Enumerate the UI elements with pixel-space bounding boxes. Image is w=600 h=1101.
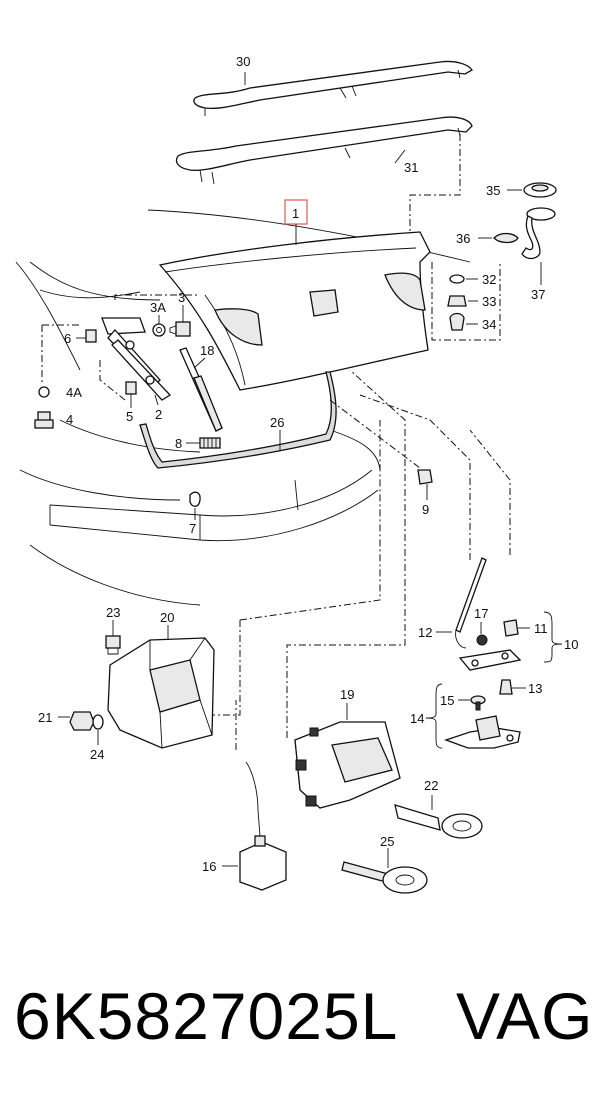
part-number: 6K5827025L: [14, 979, 399, 1053]
callout-36: 36: [456, 231, 470, 246]
callout-17: 17: [474, 606, 488, 621]
callout-1: 1: [292, 206, 299, 221]
grommet-36: [493, 232, 519, 244]
callout-10: 10: [564, 637, 578, 652]
washer-32: [449, 274, 465, 284]
callout-4: 4: [66, 412, 73, 427]
screw-13: [499, 679, 513, 695]
callout-22: 22: [424, 778, 438, 793]
spoiler-30: [193, 60, 473, 116]
callout-14: 14: [410, 711, 424, 726]
callout-31: 31: [404, 160, 418, 175]
washer-4a: [38, 386, 50, 398]
callout-33: 33: [482, 294, 496, 309]
callout-32: 32: [482, 272, 496, 287]
callout-20: 20: [160, 610, 174, 625]
callout-19: 19: [340, 687, 354, 702]
callout-6: 6: [64, 331, 71, 346]
spoiler-31: [175, 116, 473, 185]
bolt-3: [169, 321, 191, 337]
lock-barrel-22: [394, 804, 483, 839]
callout-15: 15: [440, 693, 454, 708]
callout-4a: 4A: [66, 385, 82, 400]
lock-housing-20: [107, 637, 215, 749]
rod-12: [455, 557, 487, 649]
key-25: [341, 861, 428, 894]
washer-24: [92, 714, 104, 730]
brand-name: VAG: [456, 979, 594, 1053]
latch-assembly: [458, 619, 522, 671]
hose-37: [521, 207, 556, 260]
washer-3a: [152, 323, 166, 337]
callout-2: 2: [155, 407, 162, 422]
callout-11: 11: [534, 621, 548, 636]
callout-3a: 3A: [150, 300, 166, 315]
catch-14: [444, 715, 521, 749]
switch-16: [239, 761, 287, 891]
nut-5: [125, 381, 137, 395]
callout-35: 35: [486, 183, 500, 198]
trunk-lid: [158, 231, 431, 391]
bracket-6: [85, 329, 97, 343]
callout-23: 23: [106, 605, 120, 620]
car-body: [15, 209, 471, 606]
bolt-23: [105, 635, 121, 655]
callout-12: 12: [418, 625, 432, 640]
bolt-4: [34, 411, 54, 429]
nut-21: [69, 711, 95, 731]
callout-18: 18: [200, 343, 214, 358]
trunk-seal-26: [139, 371, 337, 469]
cap-34: [449, 312, 465, 331]
grommet-35: [523, 182, 557, 198]
screw-15: [470, 695, 486, 711]
callout-3: 3: [178, 290, 185, 305]
hinge-assembly: [101, 317, 172, 401]
callout-25: 25: [380, 834, 394, 849]
exploded-parts-diagram: 30 31 1 35 36 37 32 33 34 3A 3 6 18 4A 5…: [15, 54, 578, 894]
strut-18: [179, 347, 223, 432]
callout-37: 37: [531, 287, 545, 302]
callout-24: 24: [90, 747, 104, 762]
callout-34: 34: [482, 317, 496, 332]
callout-9: 9: [422, 502, 429, 517]
callout-13: 13: [528, 681, 542, 696]
clip-9: [417, 469, 433, 485]
callout-21: 21: [38, 710, 52, 725]
nut-33: [447, 295, 467, 307]
callout-16: 16: [202, 859, 216, 874]
bolt-8: [199, 437, 221, 449]
callout-30: 30: [236, 54, 250, 69]
callout-5: 5: [126, 409, 133, 424]
lock-cylinder-19: [294, 721, 401, 809]
callout-8: 8: [175, 436, 182, 451]
callout-7: 7: [189, 521, 196, 536]
callout-26: 26: [270, 415, 284, 430]
